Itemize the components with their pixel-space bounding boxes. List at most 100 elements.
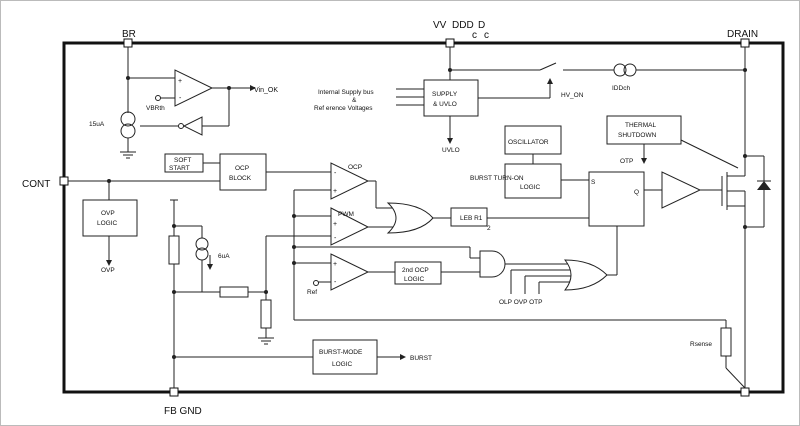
feedback-buffer (182, 116, 203, 136)
ref-label: Ref (307, 289, 317, 296)
otp-label: OTP (620, 158, 633, 165)
second-ocp-label-1: 2nd OCP (402, 267, 429, 274)
olp-ovp-otp-label: OLP OVP OTP (499, 299, 542, 306)
supply-uvlo-block (423, 79, 479, 117)
latch-s-label: S (591, 179, 596, 186)
vbrth-label: VBRth (146, 105, 165, 112)
6ua-arrow-head (207, 264, 213, 270)
burst-turnon-label-2: LOGIC (520, 184, 541, 191)
second-ocp-block (394, 261, 442, 285)
thermal-shutdown-block (606, 115, 682, 145)
bus-label-1: Internal Supply bus (318, 89, 374, 96)
vdd-pin-label-b: DDD (452, 20, 474, 31)
uvlo-arrow (447, 138, 453, 144)
hv-on-arrow (547, 78, 553, 84)
br-comparator-plus: + (178, 78, 182, 85)
latch-q-label: Q (634, 189, 639, 196)
ovp-label: OVP (101, 267, 115, 274)
thermal-sense-wire (680, 139, 739, 169)
second-ocp-comparator (330, 253, 370, 291)
or-gate-1 (386, 202, 434, 234)
burst-mode-block (312, 339, 378, 375)
ocp-minus: - (334, 170, 337, 177)
cont-pin-label: CONT (22, 179, 50, 190)
pwm-plus: + (333, 221, 337, 228)
or-gate-2 (563, 259, 608, 291)
pwm-comparator (330, 207, 370, 246)
cmp3-minus: - (334, 279, 337, 286)
body-diode (757, 181, 771, 190)
uvlo-label: UVLO (442, 147, 460, 154)
latch-r2-label: 2 (487, 225, 491, 232)
ovp-logic-block (82, 199, 138, 237)
feedback-buffer-bubble (178, 123, 184, 129)
current-source-15ua-top (120, 111, 136, 127)
supply-label-2: & UVLO (433, 101, 457, 108)
pwm-minus: - (334, 235, 337, 242)
leb-label: LEB R1 (460, 215, 483, 222)
fb-resistor (168, 235, 180, 265)
iddch-source-left (613, 63, 627, 77)
ovp-arrow (106, 260, 112, 266)
rsense-to-source-pin-wire (725, 367, 746, 389)
series-resistor (219, 286, 249, 298)
burst-mode-label-2: LOGIC (332, 361, 353, 368)
drain-top-node (743, 154, 747, 158)
bus-label-3: Ref erence Voltages (314, 105, 373, 112)
vin-ok-arrow (250, 85, 256, 91)
thermal-label-2: SHUTDOWN (618, 132, 657, 139)
supply-label-1: SUPPLY (432, 91, 458, 98)
iddch-label: IDDch (612, 85, 630, 92)
burst-label: BURST (410, 355, 432, 362)
vdd-pin-label-e: c (484, 30, 489, 41)
ocp-block (219, 153, 267, 191)
burst-turnon-label-1: BURST TURN-ON (470, 175, 524, 182)
vin-ok-label: Vin_OK (254, 87, 278, 94)
burst-mode-label-1: BURST-MODE (319, 349, 363, 356)
ovp-logic-label-1: OVP (101, 210, 115, 217)
ovp-logic-label-2: LOGIC (97, 220, 118, 227)
oscillator-label: OSCILLATOR (508, 139, 549, 146)
fbgnd-pin-label: FB GND (164, 406, 202, 417)
vdd-pin[interactable] (445, 38, 455, 48)
ocp-comparator (330, 162, 370, 200)
vdd-pin-label-d: c (472, 30, 477, 41)
otp-arrow (641, 158, 647, 164)
br-comparator-minus: - (179, 95, 182, 102)
hv-switch (539, 62, 557, 71)
sr-latch (588, 171, 645, 227)
vbrth-terminal (155, 95, 161, 101)
ocp-block-label-2: BLOCK (229, 175, 252, 182)
hv-on-label: HV_ON (561, 92, 584, 99)
cmp3-plus: + (333, 261, 337, 268)
pulldown-resistor (260, 299, 272, 329)
current-6ua-label: 6uA (218, 253, 230, 260)
vdd-pin-label-a: VV (433, 20, 447, 31)
cont-pin[interactable] (59, 176, 69, 186)
vdd-pin-label-c: D (478, 20, 485, 31)
soft-start-label-2: START (169, 165, 190, 172)
ref-terminal (313, 280, 319, 286)
pwm-comparator-label: PWM (338, 211, 354, 218)
drain-pin[interactable] (740, 38, 750, 48)
ocp-plus: + (333, 188, 337, 195)
ocp-comparator-label: OCP (348, 164, 362, 171)
br-pin[interactable] (123, 38, 133, 48)
chip-boundary (62, 41, 785, 394)
rsense-label: Rsense (690, 341, 712, 348)
drain-pin-label: DRAIN (727, 29, 758, 40)
leb-block (450, 207, 488, 227)
source-pin[interactable] (740, 387, 750, 397)
burst-arrow (400, 354, 406, 360)
br-pin-label: BR (122, 29, 136, 40)
second-ocp-label-2: LOGIC (404, 276, 425, 283)
and-gate (479, 250, 506, 278)
br-comparator (174, 69, 214, 107)
fbgnd-pin[interactable] (169, 387, 179, 397)
rsense-resistor (720, 327, 732, 357)
soft-start-label-1: SOFT (174, 157, 191, 164)
current-15ua-label: 15uA (89, 121, 105, 128)
thermal-label-1: THERMAL (625, 122, 656, 129)
gate-driver (661, 171, 702, 209)
